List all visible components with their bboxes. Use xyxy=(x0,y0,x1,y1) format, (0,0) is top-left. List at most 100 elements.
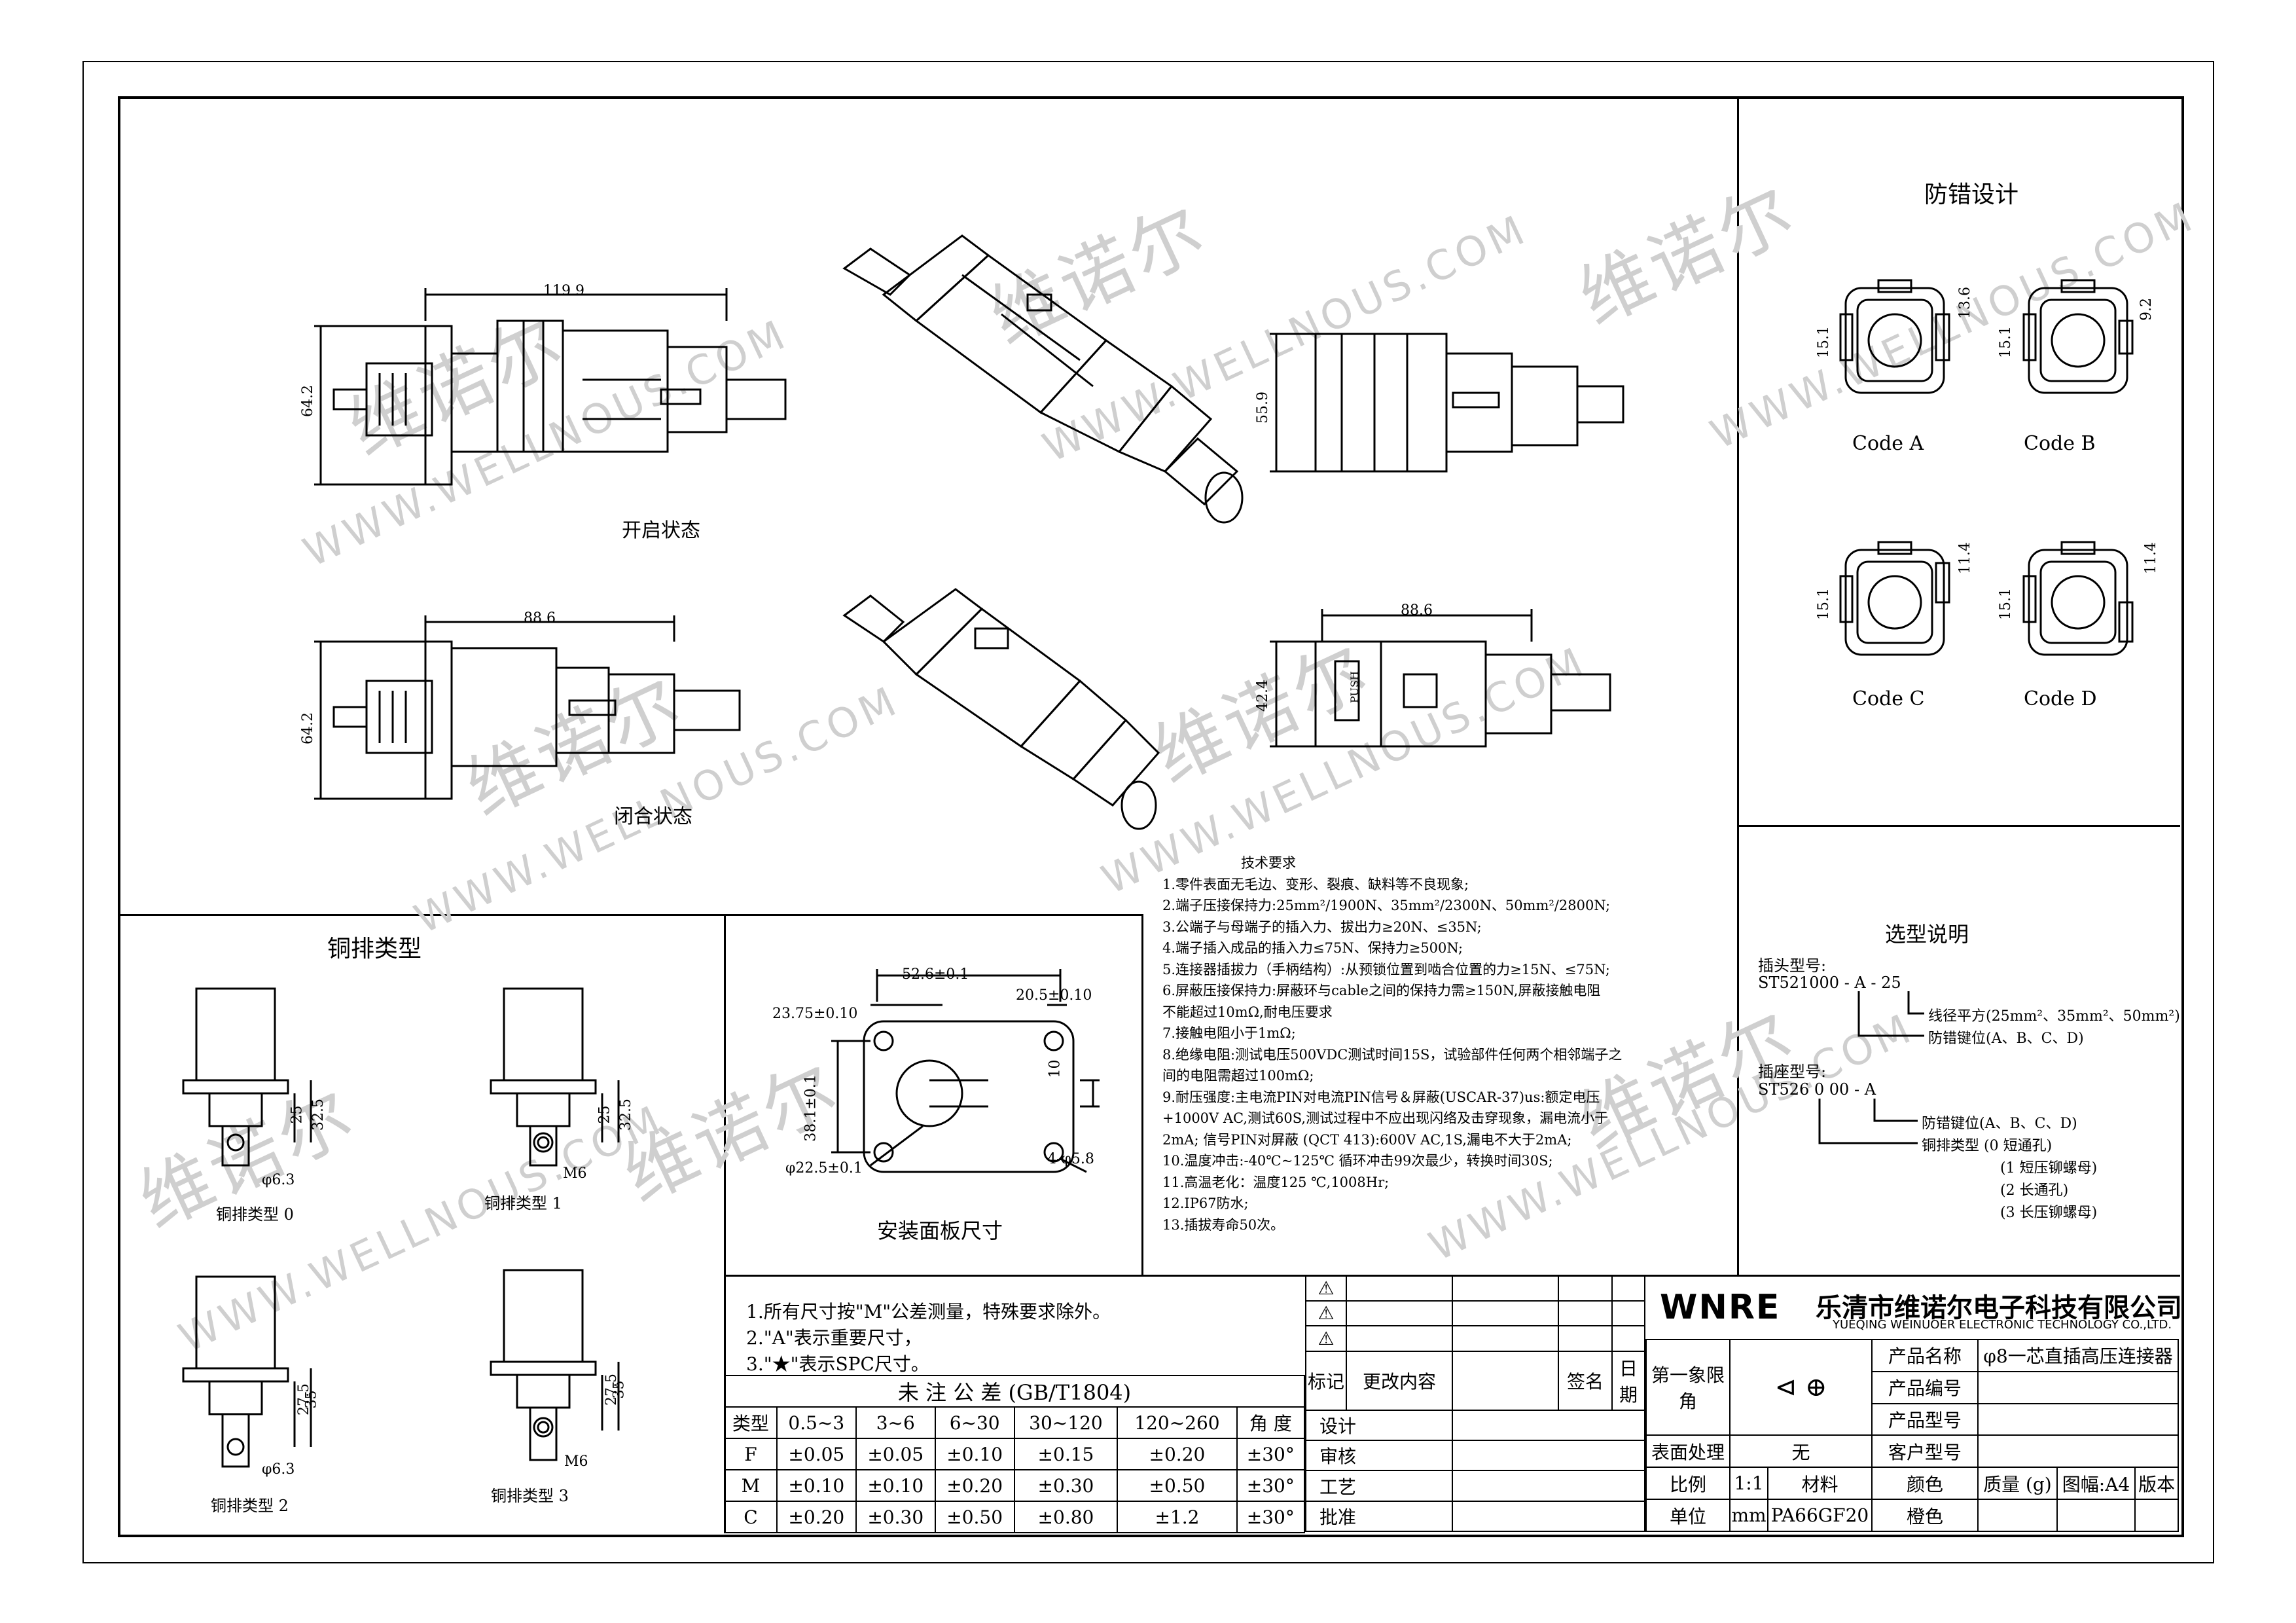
rev-change: 更改内容 xyxy=(1346,1350,1453,1411)
busbar-3-hole: M6 xyxy=(564,1453,588,1470)
code-c-diagram xyxy=(1839,541,1950,656)
product-model-label: 产品型号 xyxy=(1871,1402,1979,1436)
panel-diagram xyxy=(831,969,1100,1173)
dim-open-width: 119.9 xyxy=(543,283,584,299)
rev-review: 审核 xyxy=(1305,1440,1453,1472)
color-value: 橙色 xyxy=(1871,1499,1979,1532)
busbar-3-dim-b: 35 xyxy=(611,1380,628,1399)
dim-open-height: 64.2 xyxy=(299,385,316,417)
panel-dim-w2: 23.75±0.10 xyxy=(772,1006,858,1022)
outer-border xyxy=(82,61,2214,1563)
tol-header: 3~6 xyxy=(855,1406,936,1439)
product-no-label: 产品编号 xyxy=(1871,1370,1979,1404)
tol-cell: ±0.80 xyxy=(1013,1501,1119,1533)
socket-note-busbar: 铜排类型 (0 短通孔) xyxy=(1922,1138,2053,1154)
busbar-type-1-diagram xyxy=(490,987,620,1167)
tol-cell: ±0.05 xyxy=(855,1438,936,1470)
tech-line: 6.屏蔽压接保持力:屏蔽环与cable之间的保持力需≥150N,屏蔽接触电阻 xyxy=(1162,983,1601,998)
busbar-type-3-diagram xyxy=(490,1269,620,1461)
tech-line: 9.耐压强度:主电流PIN对电流PIN信号＆屏蔽(USCAR-37)us:额定电… xyxy=(1162,1089,1600,1105)
side-view xyxy=(1270,333,1624,473)
socket-model: ST526 0 00 - A xyxy=(1758,1080,1876,1099)
tol-cell: ±0.50 xyxy=(1117,1469,1238,1502)
code-d-dim2: 11.4 xyxy=(2142,542,2159,574)
color-label: 颜色 xyxy=(1871,1467,1979,1501)
code-a-diagram xyxy=(1839,279,1950,394)
tech-line: 11.高温老化：温度125 ℃,1008Hr; xyxy=(1162,1174,1390,1190)
panel-dim-h1: 38.1±0.1 xyxy=(802,1074,819,1142)
tol-cell: ±0.10 xyxy=(855,1469,936,1502)
tech-requirements: 技术要求 1.零件表面无毛边、变形、裂痕、缺料等不良现象; 2.端子压接保持力:… xyxy=(1162,852,1706,1235)
tol-cell: C xyxy=(724,1501,778,1533)
rev-sign: 签名 xyxy=(1558,1350,1613,1411)
tech-line: 7.接触电阻小于1mΩ; xyxy=(1162,1025,1296,1041)
busbar-0-label: 铜排类型 0 xyxy=(216,1205,294,1224)
tol-cell: ±0.15 xyxy=(1013,1438,1119,1470)
isometric-view-open xyxy=(842,234,1244,524)
busbar-type-0-diagram xyxy=(182,987,312,1167)
unit-value: mm xyxy=(1729,1499,1768,1532)
code-d-diagram xyxy=(2022,541,2134,656)
scale-label: 比例 xyxy=(1645,1467,1731,1501)
tol-cell: ±0.30 xyxy=(855,1501,936,1533)
closed-state-view xyxy=(314,615,741,800)
tolerance-table: 未 注 公 差 (GB/T1804) 类型 0.5~3 3~6 6~30 30~… xyxy=(724,1375,1306,1533)
open-state-view xyxy=(314,288,787,486)
projection-label: 第一象限角 xyxy=(1645,1338,1731,1436)
tech-title: 技术要求 xyxy=(1241,855,1296,871)
open-state-label: 开启状态 xyxy=(622,519,700,542)
panel-dim-holes: 4-φ5.8 xyxy=(1047,1151,1094,1167)
busbar-0-dim-b: 32.5 xyxy=(310,1099,327,1131)
tech-line: 3.公端子与母端子的插入力、拔出力≥20N、≤35N; xyxy=(1162,919,1482,935)
socket-note-key: 防错键位(A、B、C、D) xyxy=(1922,1116,2077,1132)
warning-icon: ⚠ xyxy=(1305,1275,1347,1302)
code-d-dim1: 15.1 xyxy=(1997,588,2014,620)
rev-date: 日期 xyxy=(1611,1350,1645,1411)
tolerance-title: 未 注 公 差 (GB/T1804) xyxy=(724,1375,1305,1408)
dim-top-width: 88.6 xyxy=(1401,602,1433,619)
tol-cell: ±0.10 xyxy=(934,1438,1015,1470)
code-b-dim1: 15.1 xyxy=(1997,326,2014,358)
code-a-dim1: 15.1 xyxy=(1815,326,1832,358)
panel-dim-w3: 20.5±0.10 xyxy=(1016,987,1092,1004)
tol-cell: ±0.50 xyxy=(934,1501,1015,1533)
company-name-cn: 乐清市维诺尔电子科技有限公司 xyxy=(1816,1293,2182,1323)
panel-dim-w1: 52.6±0.1 xyxy=(902,966,969,983)
busbar-2-label: 铜排类型 2 xyxy=(211,1497,289,1515)
tol-cell: ±0.10 xyxy=(776,1469,857,1502)
surface-label: 表面处理 xyxy=(1645,1434,1731,1468)
divider-left-lower xyxy=(118,914,1143,916)
tol-header: 类型 xyxy=(724,1406,778,1439)
busbar-2-dim-b: 35 xyxy=(303,1390,320,1409)
isometric-view-closed xyxy=(842,588,1160,830)
tol-header: 120~260 xyxy=(1117,1406,1238,1439)
projection-symbol: ⊲ ⊕ xyxy=(1729,1338,1873,1436)
product-name-label: 产品名称 xyxy=(1871,1339,1979,1372)
tech-line: +1000V AC,测试60S,测试过程中不应出现闪络及击穿现象，漏电流小于 xyxy=(1162,1110,1609,1126)
tol-cell: ±0.20 xyxy=(934,1469,1015,1502)
tech-line: 1.零件表面无毛边、变形、裂痕、缺料等不良现象; xyxy=(1162,876,1469,892)
rev-approve: 批准 xyxy=(1305,1500,1453,1533)
mistake-proof-title: 防错设计 xyxy=(1924,181,2019,208)
dim-top-height: 42.4 xyxy=(1254,680,1271,712)
warning-icon: ⚠ xyxy=(1305,1300,1347,1327)
tol-cell: ±0.05 xyxy=(776,1438,857,1470)
panel-dim-dia: φ22.5±0.1 xyxy=(785,1160,863,1176)
product-name: φ8一芯直插高压连接器 xyxy=(1977,1339,2179,1372)
code-d-label: Code D xyxy=(2024,687,2097,710)
dim-closed-height: 64.2 xyxy=(299,712,316,744)
plug-label: 插头型号: xyxy=(1758,957,1827,975)
panel-dim-h2: 10 xyxy=(1047,1059,1064,1078)
tol-header: 角 度 xyxy=(1236,1406,1306,1439)
top-view xyxy=(1270,609,1611,748)
plug-note-wire: 线径平方(25mm²、35mm²、50mm²) xyxy=(1928,1008,2180,1025)
busbar-1-label: 铜排类型 1 xyxy=(484,1194,562,1213)
rev-mark: 标记 xyxy=(1305,1350,1347,1411)
tol-cell: ±30° xyxy=(1236,1438,1306,1470)
title-block-table: 第一象限角 ⊲ ⊕ 产品名称 φ8一芯直插高压连接器 产品编号 产品型号 表面处… xyxy=(1645,1338,2179,1532)
closed-state-label: 闭合状态 xyxy=(614,805,692,828)
company-header: WNRE 乐清市维诺尔电子科技有限公司 YUEQING WEINUOER ELE… xyxy=(1645,1275,2182,1340)
divider-right-column xyxy=(1737,96,1739,1275)
tol-cell: ±30° xyxy=(1236,1501,1306,1533)
note-2: 2."A"表示重要尺寸， xyxy=(746,1327,922,1349)
